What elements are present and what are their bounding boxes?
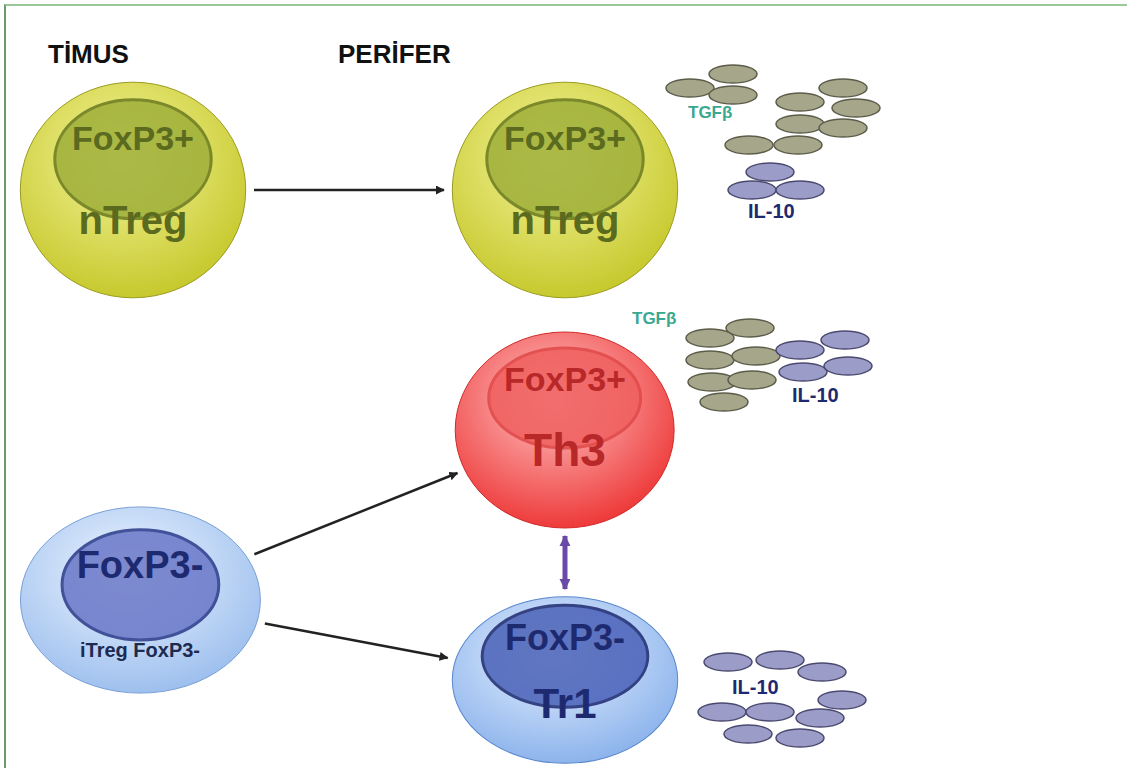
arrow-connector bbox=[254, 473, 457, 554]
cytokine-label: TGFβ bbox=[688, 104, 732, 123]
cell-outline bbox=[450, 80, 680, 300]
cell-name: iTreg FoxP3- bbox=[18, 639, 263, 661]
cell-name: nTreg bbox=[18, 198, 248, 242]
il10-cluster bbox=[728, 163, 824, 199]
arrow-connector bbox=[254, 189, 444, 192]
region-heading: TİMUS bbox=[48, 40, 129, 69]
marker-label: FoxP3+ bbox=[18, 120, 248, 157]
cell-outline bbox=[18, 505, 263, 695]
cell-circle: FoxP3+ nTreg bbox=[18, 80, 248, 300]
cytokine-label: IL-10 bbox=[732, 676, 779, 698]
cell-circle: FoxP3+ Th3 bbox=[453, 330, 676, 530]
il10-cluster bbox=[698, 651, 866, 747]
cell-circle: FoxP3- iTreg FoxP3- bbox=[18, 505, 263, 695]
cytokine-label: IL-10 bbox=[792, 384, 839, 406]
cell-circle: FoxP3- Tr1 bbox=[450, 595, 680, 765]
marker-label: FoxP3- bbox=[450, 618, 680, 658]
cell-name: nTreg bbox=[450, 198, 680, 242]
il10-cluster bbox=[776, 331, 872, 381]
marker-label: FoxP3+ bbox=[450, 120, 680, 157]
cell-circle: FoxP3+ nTreg bbox=[450, 80, 680, 300]
cell-outline bbox=[18, 80, 248, 300]
marker-label: FoxP3+ bbox=[453, 361, 676, 398]
arrow-connector bbox=[562, 536, 567, 589]
cytokine-label: IL-10 bbox=[748, 200, 795, 222]
arrow-connector bbox=[265, 624, 448, 658]
cell-name: Tr1 bbox=[450, 681, 680, 727]
region-heading: PERİFER bbox=[338, 40, 451, 69]
tgfb-cluster bbox=[666, 65, 880, 154]
marker-label: FoxP3- bbox=[18, 545, 263, 587]
cell-name: Th3 bbox=[453, 425, 676, 476]
cytokine-label: TGFβ bbox=[632, 310, 676, 329]
tgfb-cluster bbox=[686, 319, 780, 411]
